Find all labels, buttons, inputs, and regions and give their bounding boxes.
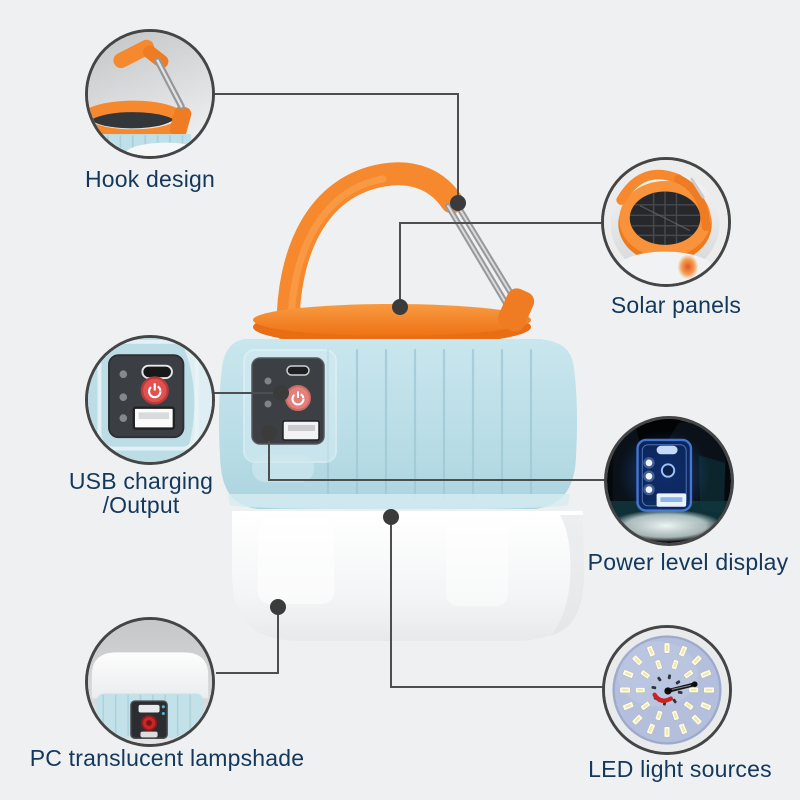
usb-a-port-icon (656, 493, 687, 507)
connector-dots (261, 195, 466, 615)
hook-inset-circle (85, 29, 215, 159)
control-panel (243, 349, 337, 482)
power-inset-circle (604, 416, 734, 546)
battery-led-dot (645, 459, 653, 467)
bottom-control-panel (130, 700, 168, 739)
usb-a-port-icon (282, 420, 320, 441)
battery-led-dot (264, 400, 272, 408)
battery-led-dot (264, 377, 272, 385)
lampshade-inset-circle (85, 617, 215, 747)
connector-led (390, 517, 605, 688)
power-button (140, 376, 169, 405)
lampshade-dome (91, 652, 209, 699)
usb-label: USB charging /Output (21, 469, 261, 517)
usb-a-port-icon (132, 406, 176, 430)
carabiner-wire-icon (445, 200, 518, 308)
led-chips (619, 642, 715, 738)
top-ring (253, 288, 535, 346)
handle (276, 162, 464, 343)
power-level-detail (607, 419, 731, 543)
usb-inset-circle (85, 335, 215, 465)
usb-detail (88, 338, 212, 462)
micro-usb-port-icon (656, 445, 678, 455)
connector-solar (399, 222, 604, 307)
micro-usb-port-icon (286, 365, 310, 376)
battery-led-dot (119, 393, 128, 401)
micro-usb-port-icon (140, 731, 158, 738)
led-label: LED light sources (588, 756, 772, 782)
led-board-detail (605, 628, 729, 752)
usb-a-port-icon (138, 704, 160, 713)
solar-detail (604, 160, 728, 284)
connector-lines (214, 93, 606, 688)
power-button (660, 463, 676, 478)
micro-usb-port-icon (141, 364, 173, 380)
lampshade-detail (88, 620, 212, 744)
hook-detail (88, 32, 212, 156)
led-inset-circle (602, 625, 732, 755)
center-wires-icon (652, 681, 698, 703)
battery-led-dot (645, 472, 653, 480)
battery-led-dot (645, 486, 653, 493)
power-icon (147, 383, 162, 399)
hook-label: Hook design (84, 166, 216, 192)
lampshade-label: PC translucent lampshade (29, 745, 305, 771)
connector-hook (214, 93, 459, 203)
battery-led-dot (119, 414, 128, 422)
battery-led-dot (119, 370, 128, 379)
lampshade (232, 511, 585, 641)
lit-control-panel (636, 438, 693, 512)
solar-inset-circle (601, 157, 731, 287)
lamp-glow (677, 254, 699, 280)
power-icon (291, 391, 305, 406)
power-label: Power level display (587, 549, 789, 575)
usb-label-line1: USB charging (68, 468, 214, 494)
usb-label-line2: /Output (102, 492, 180, 519)
connector-lampshade (216, 607, 279, 674)
solar-label: Solar panels (610, 292, 742, 318)
connector-power (268, 433, 606, 481)
power-button (285, 385, 311, 411)
